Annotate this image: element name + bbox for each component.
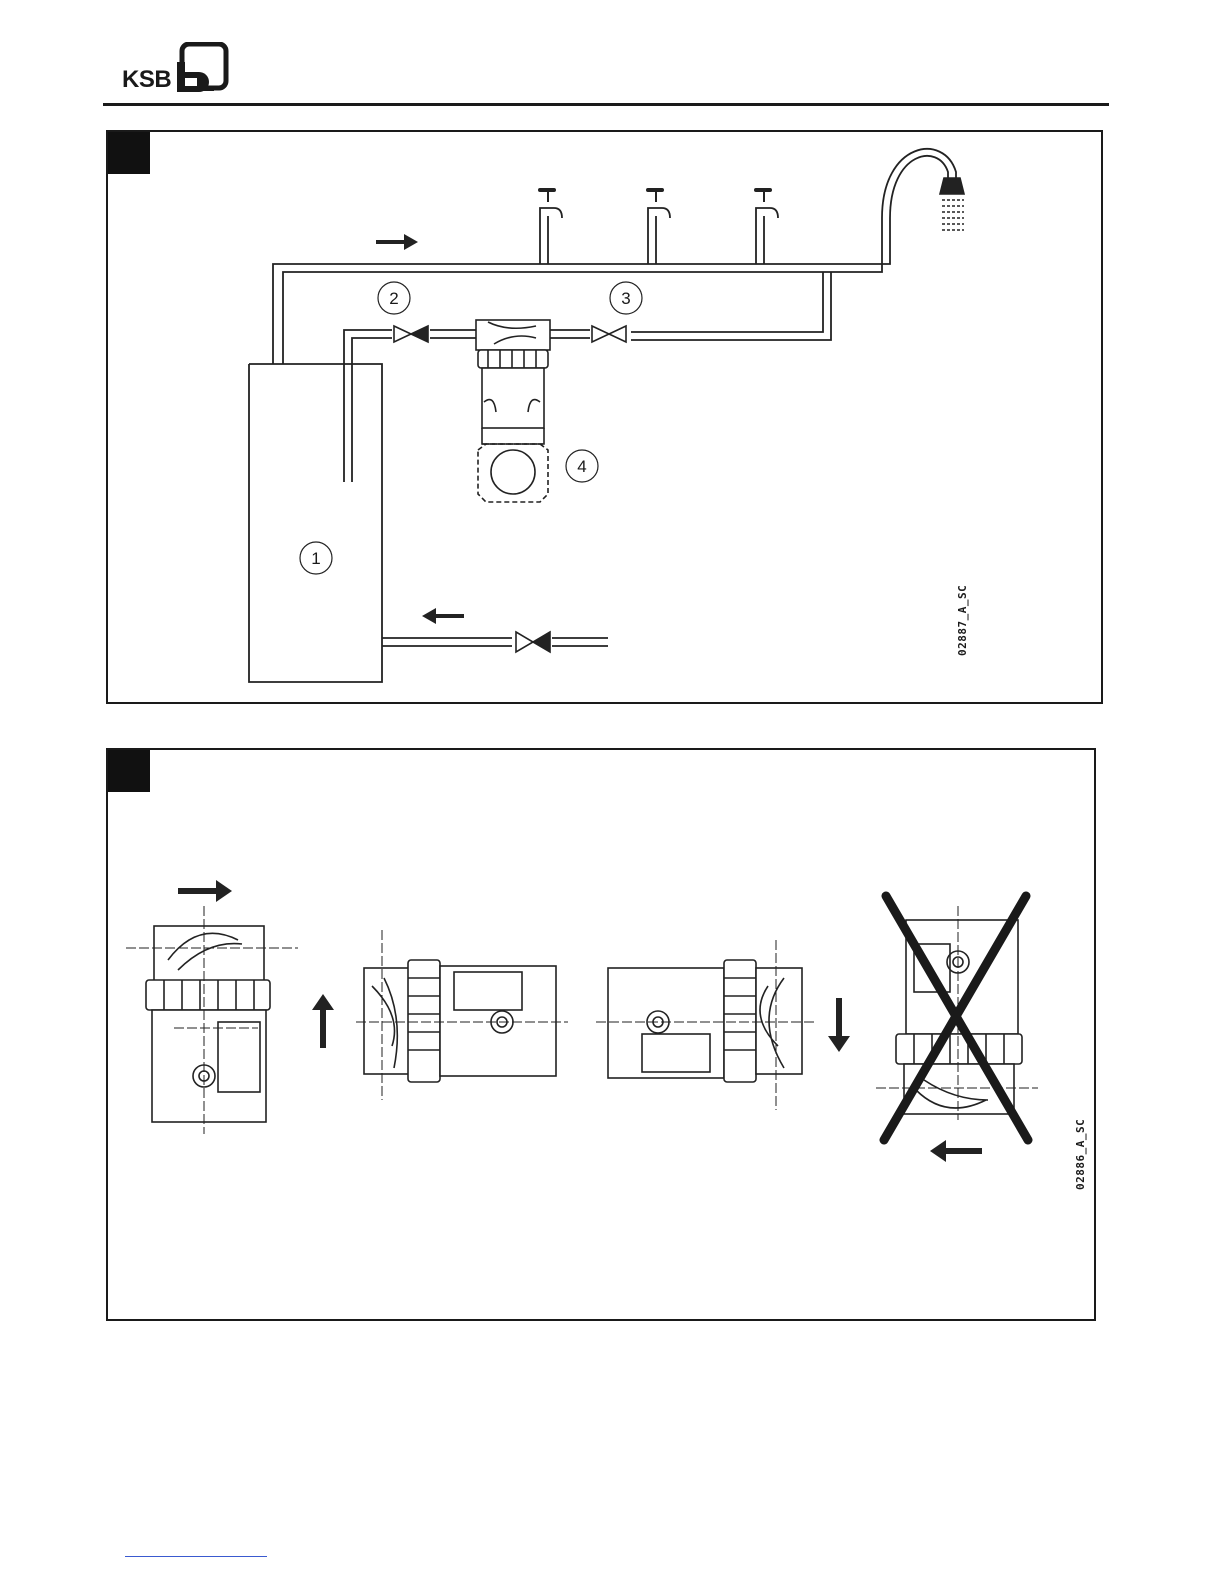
ksb-logo: KSB — [116, 40, 236, 100]
callout-label-3: 3 — [621, 289, 630, 308]
shower-head-icon — [940, 178, 964, 230]
pump-d-flow-arrow-icon — [930, 1140, 982, 1162]
callout-label-1: 1 — [311, 549, 320, 568]
figure-1-drawing-code: 02887_A_SC — [956, 585, 969, 656]
figure-1-installation-diagram: 1 2 3 4 02887_A_SC — [106, 130, 1103, 704]
pump-a-flow-arrow-icon — [178, 880, 232, 902]
pump-position-horizontal-left — [356, 930, 568, 1100]
tap-icons — [538, 188, 778, 218]
brand-name: KSB — [122, 66, 171, 94]
pump-c-flow-arrow-icon — [828, 998, 850, 1052]
pump-position-horizontal-right — [596, 940, 814, 1110]
pump-icon — [476, 320, 550, 502]
callout-label-4: 4 — [577, 457, 586, 476]
ksb-logo-icon — [174, 42, 234, 102]
header-rule — [103, 103, 1109, 106]
figure-2-drawing — [108, 750, 1094, 1319]
tank-outline — [249, 364, 382, 646]
callout-label-2: 2 — [389, 289, 398, 308]
pump-position-vertical — [126, 906, 298, 1134]
figure-2-drawing-code: 02886_A_SC — [1074, 1119, 1087, 1190]
figure-2-mounting-positions: 02886_A_SC — [106, 748, 1096, 1321]
valve-3-icon — [592, 326, 626, 342]
pump-b-flow-arrow-icon — [312, 994, 334, 1048]
shower-hose — [890, 156, 948, 218]
inlet-valve-icon — [516, 632, 550, 652]
supply-pipe — [273, 218, 890, 364]
flow-arrow-right-icon — [376, 234, 418, 250]
flow-arrow-left-icon — [422, 608, 464, 624]
footer-link-underline — [125, 1556, 267, 1557]
figure-1-drawing: 1 2 3 4 — [108, 132, 1101, 702]
valve-2-icon — [394, 326, 428, 342]
